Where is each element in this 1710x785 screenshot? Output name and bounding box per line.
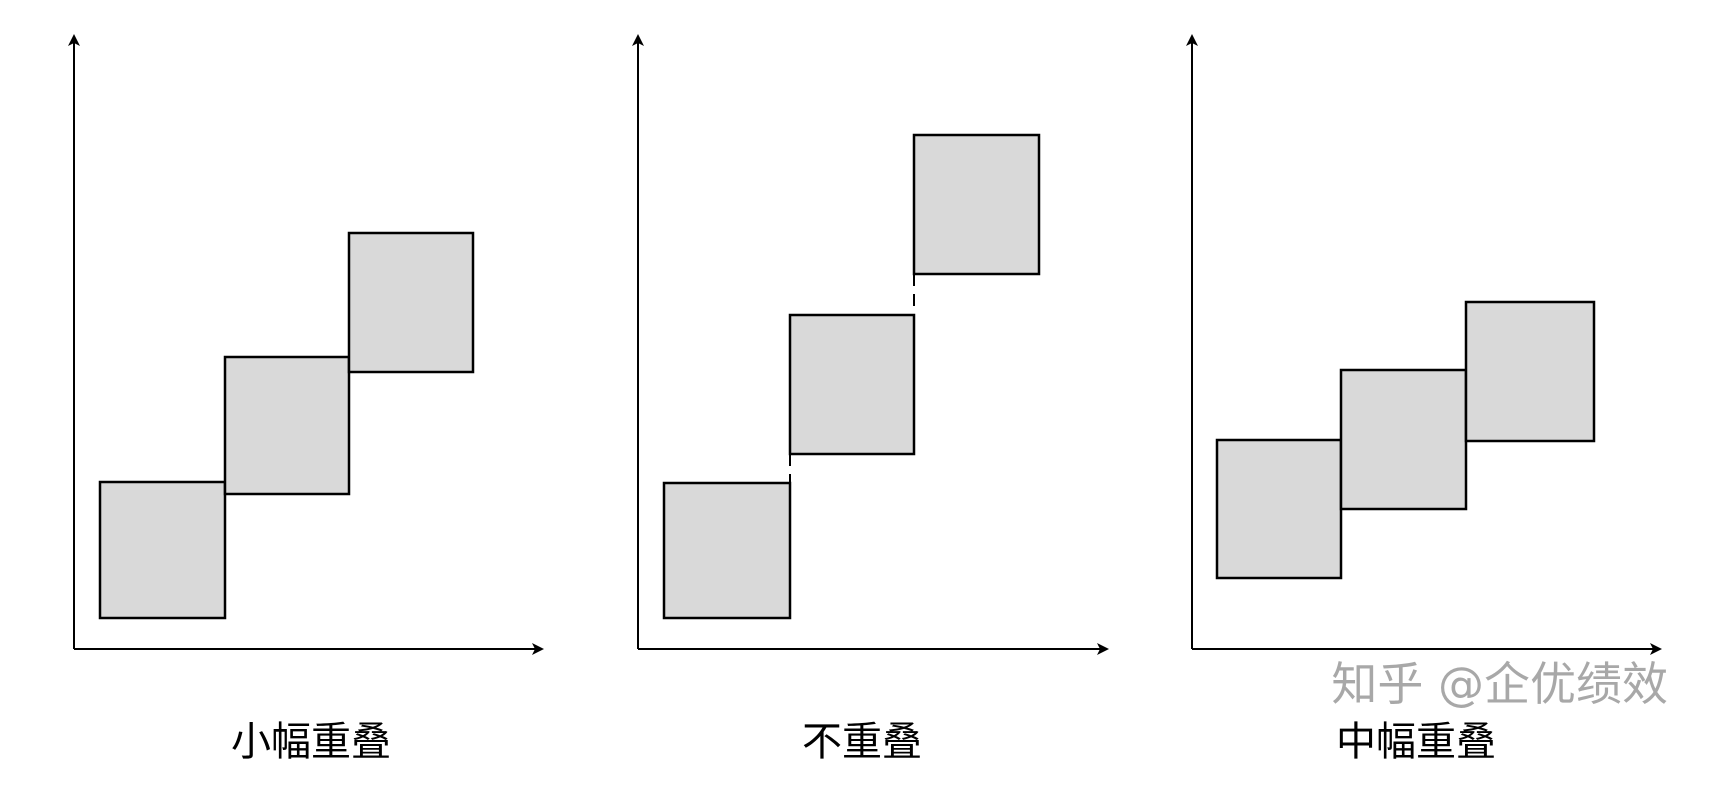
panel-label: 不重叠 [802,719,922,765]
box-1 [98,480,227,620]
box-3 [1464,300,1596,443]
panel-medium-overlap: 中幅重叠 [1186,34,1662,765]
panel-label: 中幅重叠 [1336,719,1496,765]
box-1 [1215,438,1343,580]
box-2 [223,355,351,496]
watermark: 知乎 @企优绩效 [1331,657,1668,711]
box-3 [347,231,475,374]
panel-small-overlap: 小幅重叠 [68,34,544,765]
box-2 [788,313,916,456]
panel-no-overlap: 不重叠 [632,34,1109,765]
panel-label: 小幅重叠 [231,719,391,765]
box-2 [1339,368,1468,511]
box-3 [912,133,1041,276]
box-1 [662,481,792,620]
